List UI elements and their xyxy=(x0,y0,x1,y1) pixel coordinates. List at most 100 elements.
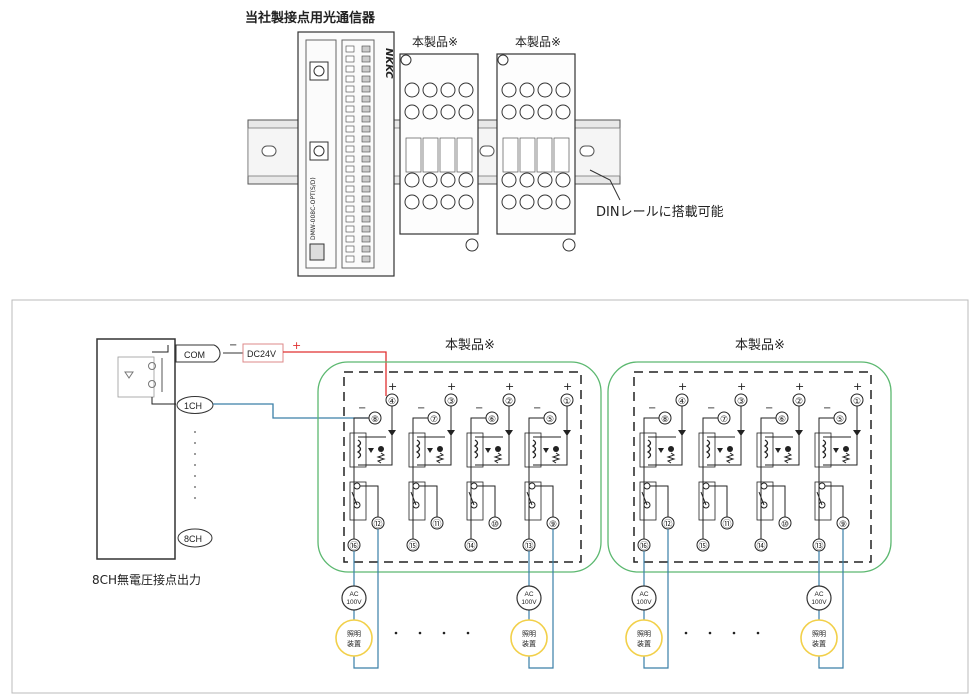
terminal-pin xyxy=(345,185,355,193)
ac-label: AC xyxy=(524,591,533,598)
terminal-pin xyxy=(361,185,371,193)
ac-voltage-label: 100V xyxy=(346,599,362,606)
resistor-icon xyxy=(551,452,561,464)
load-ellipsis-dot xyxy=(684,631,688,635)
module-title: 本製品※ xyxy=(445,338,495,353)
load-ellipsis-dot xyxy=(756,631,760,635)
led-icon xyxy=(727,446,733,452)
led-icon xyxy=(378,446,384,452)
plus-terminal-number: ③ xyxy=(447,397,455,407)
contact-box xyxy=(756,481,774,521)
circuit-wire xyxy=(470,417,486,540)
terminal-pin xyxy=(345,165,355,173)
relay-coil-box xyxy=(408,432,426,468)
plus-sign: + xyxy=(678,380,687,393)
plus-sign: + xyxy=(795,380,804,393)
coil-icon xyxy=(415,439,421,459)
ac-label: AC xyxy=(349,591,358,598)
terminal-pin xyxy=(361,125,371,133)
circuit-wire xyxy=(707,406,742,466)
relay-coil-box xyxy=(639,432,657,468)
minus-sign: − xyxy=(358,403,366,414)
circuit-wire xyxy=(358,406,393,466)
output-terminal xyxy=(430,516,444,530)
plus-terminal-number: ② xyxy=(505,397,513,407)
switch-contact xyxy=(758,491,765,506)
minus-sign: − xyxy=(475,403,483,414)
relay-coil-box xyxy=(349,432,367,468)
terminal-pin xyxy=(361,85,371,93)
led-icon xyxy=(843,446,849,452)
terminal-pin xyxy=(361,105,371,113)
circuit-wire xyxy=(533,406,568,466)
minus-sign: − xyxy=(533,403,541,414)
minus-sign: − xyxy=(707,403,715,414)
contact-box xyxy=(466,481,484,521)
module-boundary xyxy=(343,371,582,563)
terminal-pin xyxy=(361,165,371,173)
resistor-icon xyxy=(376,452,386,464)
minus-sign: − xyxy=(417,403,425,414)
switch-contact xyxy=(641,491,648,506)
switch-contact xyxy=(526,491,533,506)
diode-icon xyxy=(485,448,491,453)
module-outline xyxy=(607,361,892,573)
output-terminal xyxy=(778,516,792,530)
dot xyxy=(194,442,196,444)
dc24v-label: DC24V xyxy=(247,349,276,359)
plus-terminal-number: ① xyxy=(853,397,861,407)
plus-sign: + xyxy=(505,380,514,393)
diode-icon xyxy=(775,448,781,453)
terminal-pin xyxy=(361,135,371,143)
output-terminal xyxy=(464,538,478,552)
minus-terminal-number: ⑥ xyxy=(778,415,786,425)
terminal-pin xyxy=(361,155,371,163)
plus-sign: + xyxy=(447,380,456,393)
device-model: DMW-008C-OPT(S/D) xyxy=(310,177,317,240)
ac-voltage-label: 100V xyxy=(521,599,537,606)
plus-sign: + xyxy=(853,380,862,393)
switch-contact xyxy=(468,491,475,506)
plus-sign: + xyxy=(563,380,572,393)
terminal-pin xyxy=(345,205,355,213)
dc-minus-label: − xyxy=(229,340,237,351)
terminal-pin xyxy=(361,75,371,83)
terminal-pin xyxy=(361,45,371,53)
resistor-icon xyxy=(493,452,503,464)
circuit-wire xyxy=(417,406,452,466)
contact-output-unit xyxy=(96,338,176,560)
switch-contact xyxy=(816,491,823,506)
relay-coil-box xyxy=(698,432,716,468)
module-outline xyxy=(317,361,602,573)
terminal-pin xyxy=(345,55,355,63)
top-illustration: 当社製接点用光通信器 NKKC DMW-008C-OPT(S/D) 本製品※ 本… xyxy=(245,10,724,277)
circuit-wire xyxy=(475,406,510,466)
dot xyxy=(194,431,196,433)
plus-sign: + xyxy=(388,380,397,393)
lamp-label: 装置 xyxy=(347,639,361,648)
relay-coil-box xyxy=(466,432,484,468)
dot xyxy=(194,453,196,455)
lamp-label: 装置 xyxy=(637,639,651,648)
lighting-device xyxy=(800,619,838,657)
terminal-pin xyxy=(361,65,371,73)
positive-wire xyxy=(283,351,387,396)
load-ellipsis-dot xyxy=(418,631,422,635)
circuit-wire xyxy=(648,406,683,466)
diode-icon xyxy=(853,430,861,436)
plus-terminal-number: ② xyxy=(795,397,803,407)
terminal-pin xyxy=(361,215,371,223)
dot xyxy=(194,486,196,488)
terminal-pin xyxy=(345,115,355,123)
dot xyxy=(194,464,196,466)
diode-icon xyxy=(717,448,723,453)
contact-box xyxy=(639,481,657,521)
minus-terminal-number: ⑧ xyxy=(661,415,669,425)
minus-sign: − xyxy=(823,403,831,414)
ac-label: AC xyxy=(814,591,823,598)
diode-icon xyxy=(505,430,513,436)
